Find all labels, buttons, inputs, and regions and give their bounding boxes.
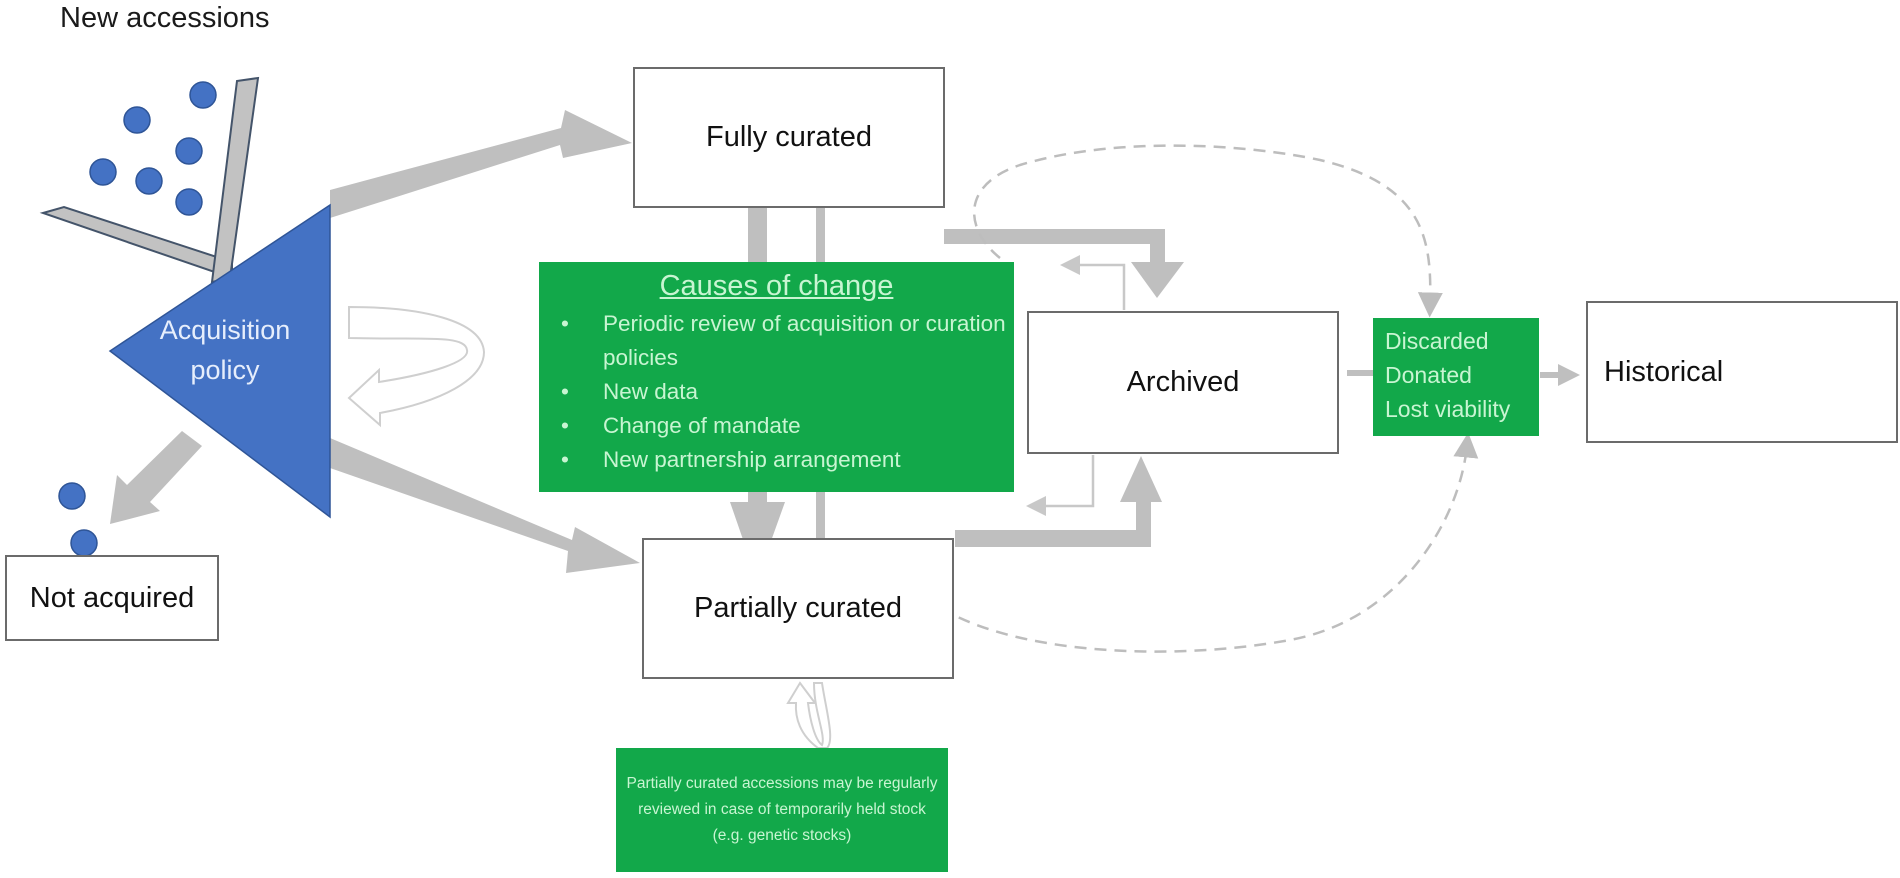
accession-dot — [189, 81, 217, 109]
accession-dot — [175, 188, 203, 216]
arrow-to-partially-curated — [330, 438, 640, 573]
fate-item: Lost viability — [1385, 396, 1511, 422]
review-loop-icon — [347, 305, 486, 428]
arrow-fully-to-archived-shaft — [944, 229, 1165, 244]
acquisition-policy-line2: policy — [190, 355, 260, 385]
fully-curated-label: Fully curated — [705, 121, 872, 153]
causes-of-change-title: Causes of change — [659, 270, 894, 302]
fate-item: Donated — [1385, 362, 1472, 388]
accession-dots — [58, 81, 217, 557]
archived-box: Archived — [1027, 311, 1339, 454]
fully-curated-box: Fully curated — [633, 67, 945, 208]
partial-review-note-text: Partially curated accessions may be regu… — [626, 775, 938, 844]
acquisition-policy-label: Acquisition policy — [140, 310, 310, 390]
arrow-fully-to-archived-head — [1131, 262, 1184, 298]
archived-to-partial-connector — [1026, 455, 1095, 516]
new-accessions-label: New accessions — [60, 2, 270, 34]
arrow-to-fully-curated — [330, 110, 632, 218]
flow-arrows — [110, 110, 1580, 580]
partially-curated-label: Partially curated — [694, 592, 902, 624]
accession-dot — [89, 158, 117, 186]
cause-item: Change of mandate — [561, 409, 1014, 443]
historical-box: Historical — [1586, 301, 1898, 443]
causes-of-change-box: Causes of change Periodic review of acqu… — [539, 262, 1014, 492]
cause-item: New data — [561, 375, 1014, 409]
arrow-fate-to-historical — [1558, 364, 1580, 386]
historical-label: Historical — [1604, 355, 1724, 388]
accession-dot — [135, 167, 163, 195]
acquisition-policy-triangle — [108, 203, 331, 519]
partial-review-loop-icon — [786, 681, 832, 749]
fully-to-fate-dashed — [972, 144, 1443, 318]
acquisition-policy-line1: Acquisition — [159, 315, 291, 345]
partially-curated-box: Partially curated — [642, 538, 954, 679]
not-acquired-dot — [70, 529, 98, 557]
arrow-archived-to-fate — [1347, 370, 1375, 376]
causes-of-change-list: Periodic review of acquisition or curati… — [539, 307, 1014, 477]
archived-to-fully-connector — [1060, 255, 1126, 310]
partial-review-note-box: Partially curated accessions may be regu… — [616, 748, 948, 872]
arrow-partial-to-archived-shaft — [955, 530, 1151, 547]
accession-tray-icon — [39, 76, 260, 284]
not-acquired-dot — [58, 482, 86, 510]
arrow-to-not-acquired — [110, 431, 202, 524]
fate-box: Discarded Donated Lost viability — [1373, 318, 1539, 436]
cause-item: Periodic review of acquisition or curati… — [561, 307, 1014, 375]
accession-dot — [123, 106, 151, 134]
arrow-partial-to-archived-head — [1120, 456, 1162, 502]
not-acquired-box: Not acquired — [5, 555, 219, 641]
return-connectors — [1026, 255, 1126, 516]
cause-item: New partnership arrangement — [561, 443, 1014, 477]
accession-dot — [175, 137, 203, 165]
archived-label: Archived — [1126, 366, 1240, 398]
fate-item: Discarded — [1385, 328, 1489, 354]
not-acquired-label: Not acquired — [29, 581, 195, 614]
